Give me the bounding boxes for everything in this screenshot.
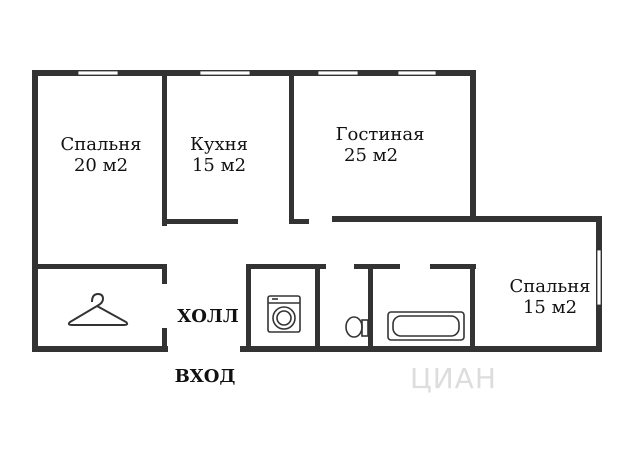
wall-laundry-right <box>315 264 320 350</box>
wall-bath-right <box>470 264 475 350</box>
window-living-b <box>397 70 437 76</box>
window-kitchen <box>199 70 251 76</box>
wall-right-top <box>332 216 602 222</box>
toilet-icon <box>345 316 369 338</box>
wall-bottom-left <box>32 346 168 352</box>
wall-wc-bath <box>368 264 373 350</box>
windows <box>77 70 602 306</box>
window-living-a <box>317 70 359 76</box>
wall-bedroom-bottom <box>38 264 166 269</box>
wall-bath-top-a <box>354 264 400 269</box>
wall-kitchen-living <box>289 76 294 224</box>
room-area: 25 м2 <box>344 145 399 166</box>
wall-left <box>32 70 38 352</box>
wall-closet-right-low <box>162 328 167 350</box>
room-name: Кухня <box>189 134 249 155</box>
wall-bottom-right <box>240 346 602 352</box>
wall-kitchen-bottom <box>162 219 238 224</box>
room-area: 15 м2 <box>191 155 247 176</box>
room-name: Спальня <box>509 276 591 297</box>
hanger-icon <box>67 292 129 326</box>
wall-top <box>32 70 476 76</box>
wall-bedroom-kitchen <box>162 76 167 226</box>
room-area: 15 м2 <box>522 297 578 318</box>
room-label-kitchen: Кухня 15 м2 <box>174 134 264 176</box>
room-name: ХОЛЛ <box>177 306 239 327</box>
watermark: ЦИАН <box>410 362 497 395</box>
wall-laundry-top <box>246 264 326 269</box>
window-bedroom-right <box>596 249 602 306</box>
wall-living-right <box>470 70 476 222</box>
wall-closet-right <box>162 264 167 284</box>
room-name: Спальня <box>60 134 142 155</box>
entrance-text: ВХОД <box>174 366 236 387</box>
wall-living-bottom-stub <box>289 219 309 224</box>
window-bedroom <box>77 70 119 76</box>
room-area: 20 м2 <box>73 155 129 176</box>
bathtub-icon <box>387 311 465 341</box>
room-label-living: Гостиная 25 м2 <box>330 124 430 166</box>
entrance-label: ВХОД <box>172 366 238 387</box>
room-name: Гостиная <box>335 124 425 145</box>
room-label-bedroom-left: Спальня 20 м2 <box>54 134 148 176</box>
room-label-hall: ХОЛЛ <box>176 306 240 327</box>
washing-machine-icon <box>267 295 301 333</box>
wall-laundry-left <box>246 264 251 350</box>
room-label-bedroom-right: Спальня 15 м2 <box>500 276 600 318</box>
wall-bath-top-b <box>430 264 476 269</box>
